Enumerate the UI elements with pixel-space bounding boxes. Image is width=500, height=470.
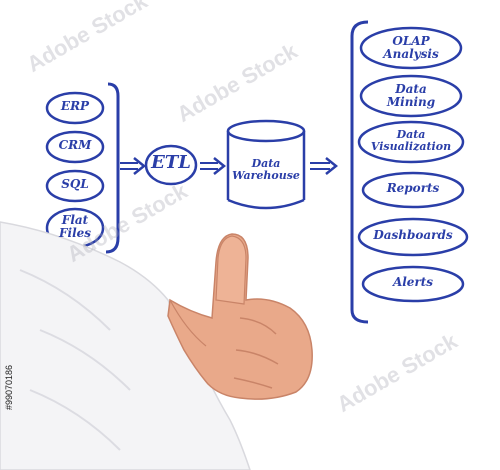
etl-label: ETL (151, 152, 191, 173)
output-mining-label: Data Mining (361, 83, 461, 108)
etl-ellipse (144, 144, 198, 186)
source-flat-label: Flat Files (47, 214, 103, 239)
output-reports-label: Reports (386, 181, 440, 195)
pointing-hand-illustration (0, 221, 313, 470)
output-mining-line1: Data (395, 82, 427, 96)
source-flat-line1: Flat (61, 213, 89, 227)
output-olap-label: OLAP Analysis (361, 35, 461, 60)
output-olap-line2: Analysis (383, 46, 439, 61)
output-viz-ellipse (357, 120, 465, 164)
source-sql-ellipse (45, 169, 105, 203)
source-crm-label: CRM (58, 138, 92, 152)
warehouse-line1: Data (251, 157, 281, 170)
output-olap-ellipse (359, 26, 463, 70)
arrow-sources-etl (120, 157, 147, 175)
source-erp-label: ERP (60, 99, 90, 113)
output-dashboards-label: Dashboards (373, 228, 453, 242)
output-viz-line2: Visualization (370, 139, 452, 153)
arrow-etl-warehouse (200, 157, 227, 175)
warehouse-label: Data Warehouse (226, 158, 306, 181)
output-alerts-ellipse (361, 265, 465, 303)
source-erp-ellipse (45, 91, 105, 125)
output-olap-line1: OLAP (392, 34, 430, 48)
output-mining-line2: Mining (386, 94, 436, 109)
output-alerts-label: Alerts (392, 275, 434, 289)
output-dashboards-ellipse (357, 217, 469, 257)
source-sql-label: SQL (61, 177, 89, 191)
index-finger (215, 235, 247, 305)
output-viz-label: Data Visualization (359, 129, 463, 152)
warehouse-cylinder (226, 119, 306, 210)
output-mining-ellipse (359, 74, 463, 118)
warehouse-line2: Warehouse (232, 168, 300, 182)
source-crm-ellipse (45, 130, 105, 164)
source-flat-line2: Files (58, 225, 92, 240)
output-viz-line1: Data (396, 128, 426, 141)
stock-id-text: #99070186 (4, 364, 14, 410)
hand (167, 233, 313, 400)
arrow-warehouse-outputs (310, 157, 339, 175)
outputs-bracket (350, 20, 369, 324)
sources-bracket (105, 82, 120, 254)
output-reports-ellipse (361, 171, 465, 209)
